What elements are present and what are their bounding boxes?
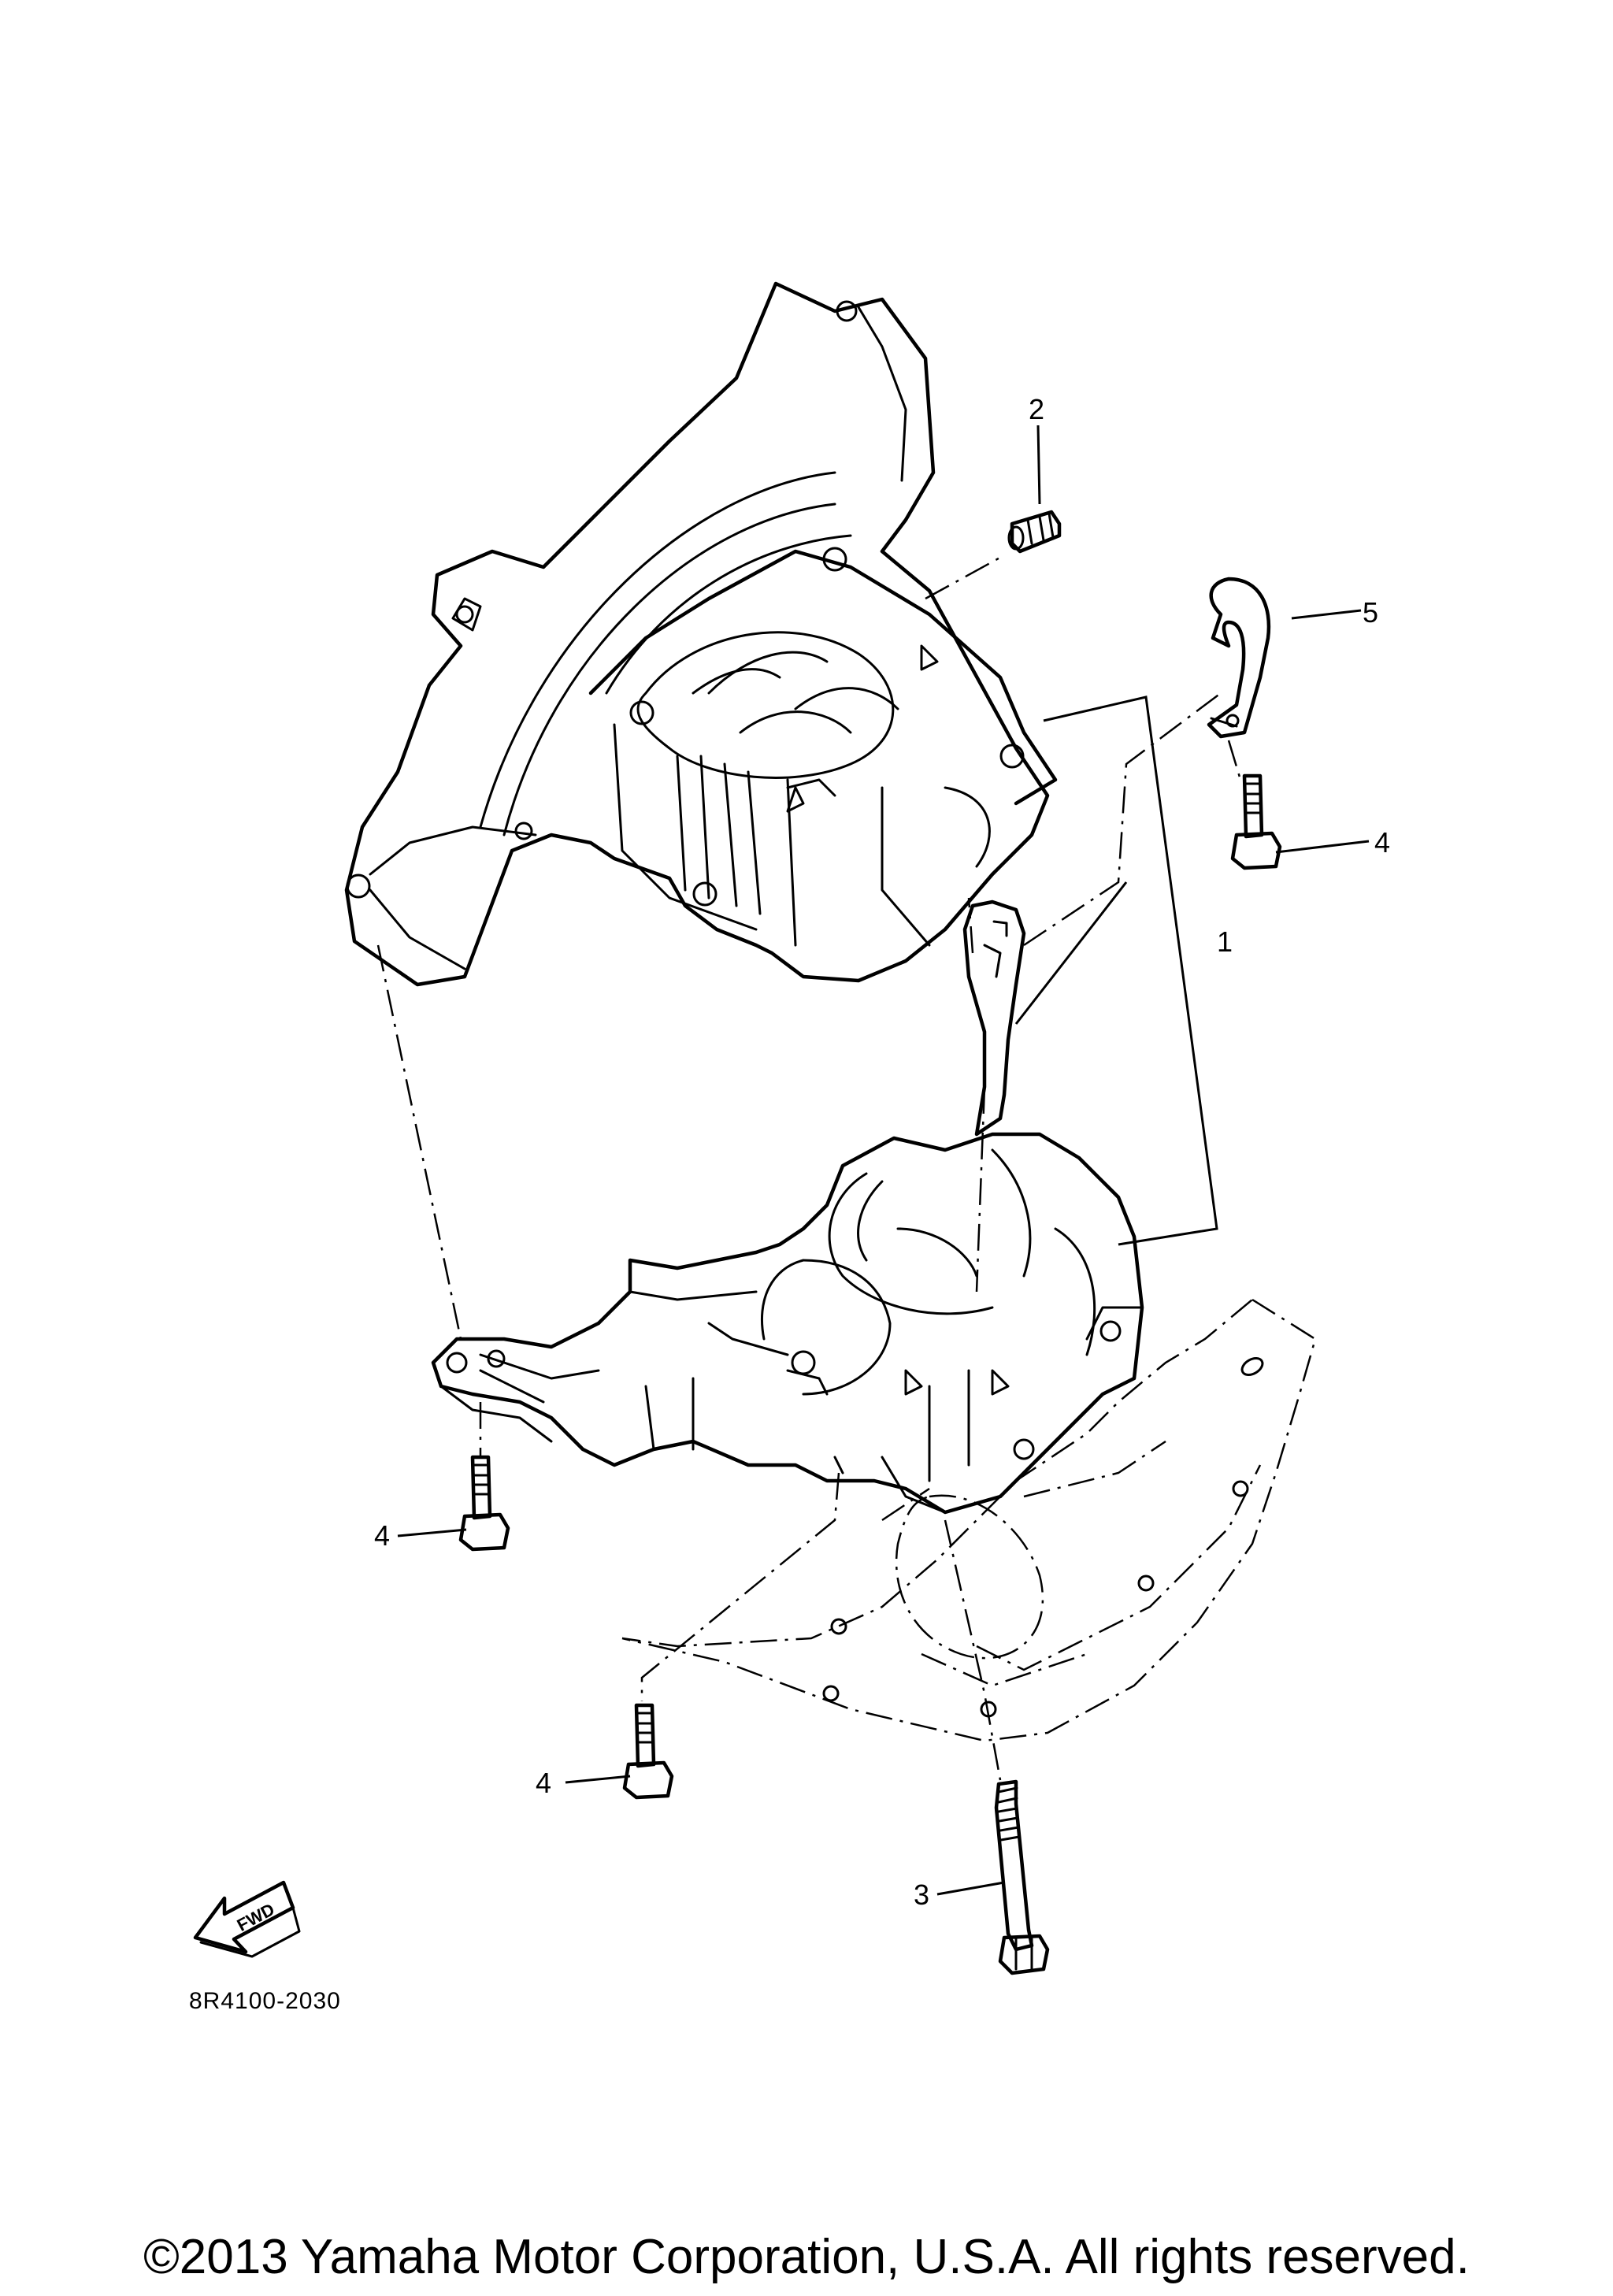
callout-4-left: 4 [374, 1519, 390, 1552]
clamp-bracket-part-5 [1207, 577, 1271, 739]
alignment-lines [376, 554, 1242, 1781]
callout-2: 2 [1029, 393, 1044, 425]
upper-crankcase [344, 281, 1058, 987]
callout-3: 3 [914, 1879, 929, 1911]
forward-direction-arrow: FWD [193, 1880, 301, 1958]
bearing-seal [962, 899, 1026, 1137]
part-1-bracket [1014, 695, 1218, 1246]
flange-bolt-left-part-4 [458, 1455, 510, 1552]
lower-crankcase [431, 1132, 1144, 1515]
plug-fitting-part-2 [1007, 510, 1062, 554]
leader-lines [397, 425, 1370, 1896]
callout-4-lower: 4 [536, 1767, 551, 1799]
long-bolt-part-3 [994, 1779, 1050, 1975]
callout-4-right: 4 [1374, 826, 1390, 859]
flange-bolt-right-part-4 [1230, 773, 1282, 870]
flange-bolt-lower-part-4 [622, 1703, 674, 1800]
copyright-notice: ©2013 Yamaha Motor Corporation, U.S.A. A… [143, 2230, 1470, 2284]
bottom-plate [621, 1298, 1317, 1742]
callout-5: 5 [1363, 596, 1378, 629]
diagram-code: 8R4100-2030 [189, 1988, 341, 2014]
callout-1: 1 [1217, 925, 1233, 958]
